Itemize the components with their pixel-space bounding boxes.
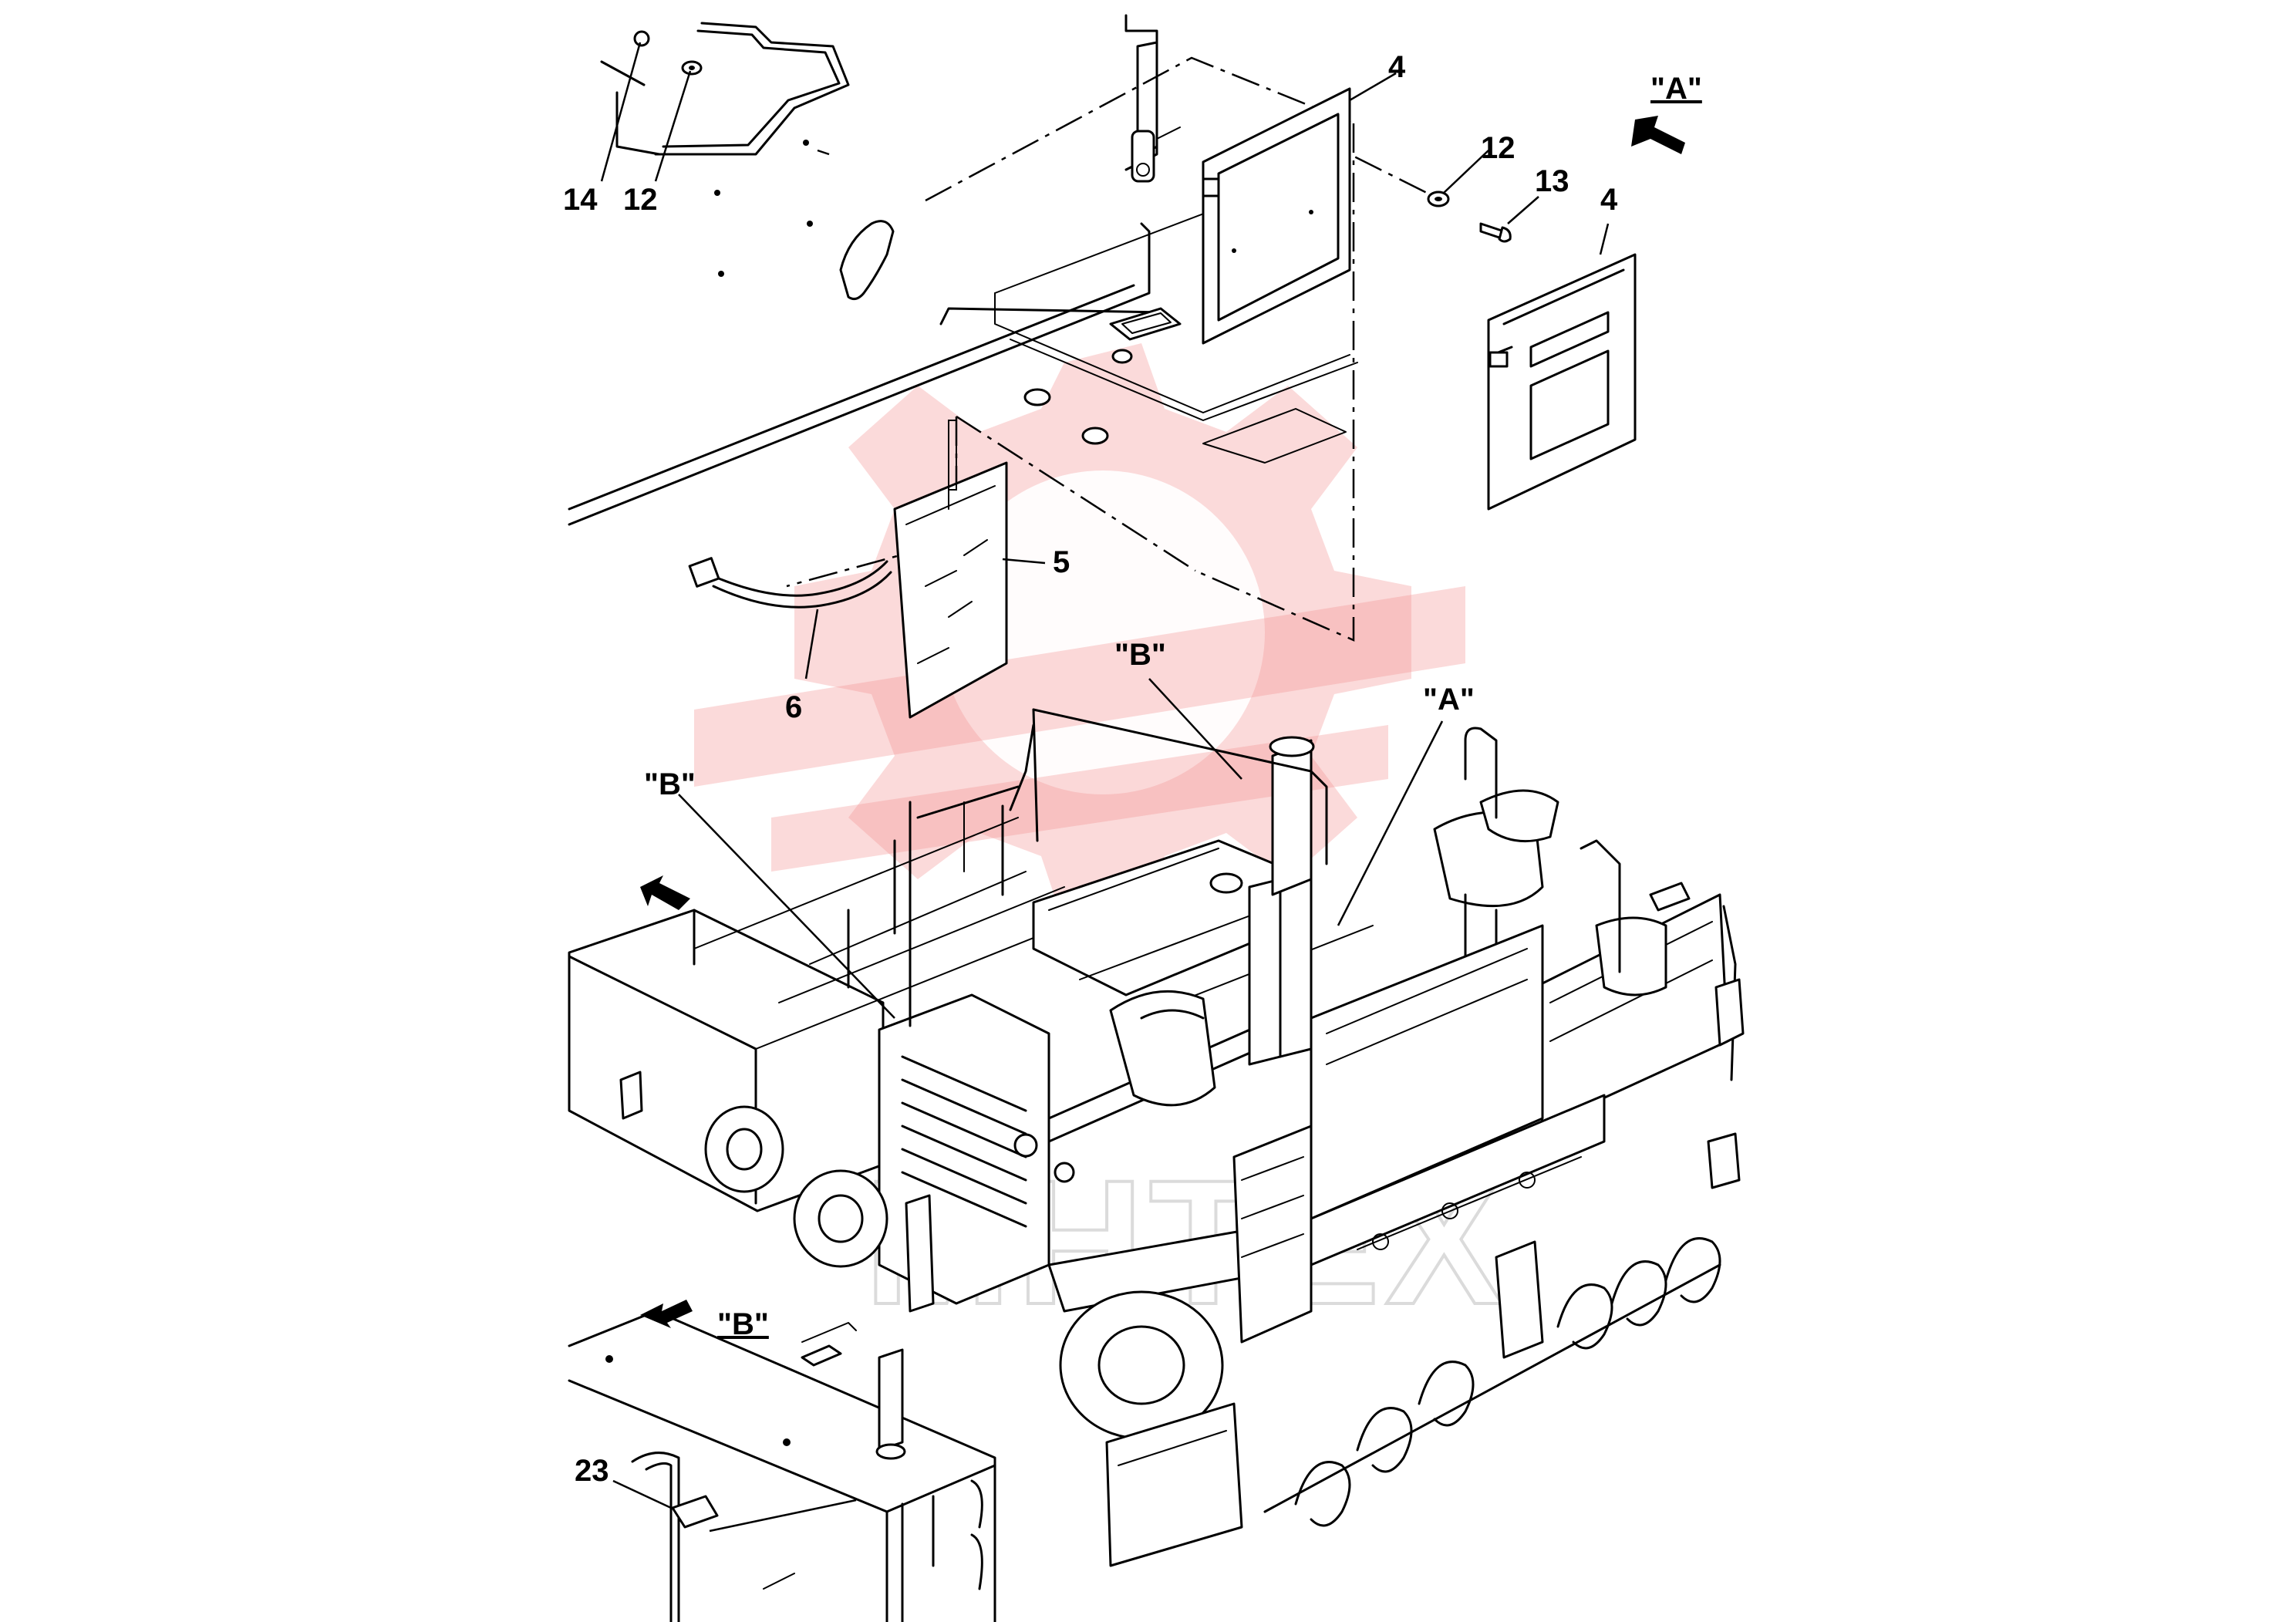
callout-labels: 4 4 12 13 5 6 14 12 "B" "B" "A" 23 "A" "…	[563, 50, 1702, 1488]
callout-5: 5	[1053, 545, 1070, 579]
callout-b-left: "B"	[644, 767, 696, 801]
callout-12-left: 12	[623, 183, 658, 217]
callout-12-right: 12	[1481, 131, 1515, 165]
direction-arrows	[640, 116, 1685, 1328]
watermark-gear-logo	[694, 343, 1465, 926]
callout-23: 23	[575, 1454, 609, 1488]
view-a-title: "A"	[1650, 72, 1702, 106]
callout-4-right: 4	[1600, 183, 1618, 217]
top-cover-panel	[568, 14, 1358, 526]
callout-6: 6	[785, 690, 802, 724]
document-holder-box	[1487, 253, 1637, 511]
view-b-detail	[568, 1310, 996, 1622]
callout-13: 13	[1535, 164, 1569, 198]
callout-a: "A"	[1423, 683, 1475, 717]
leader-lines	[600, 42, 1610, 1533]
callout-4-top: 4	[1388, 50, 1406, 84]
callout-14: 14	[563, 183, 598, 217]
view-b-title: "B"	[717, 1307, 769, 1341]
cable-tie	[688, 557, 892, 609]
screw-and-washer	[1427, 191, 1512, 243]
nut-and-washer-left	[633, 30, 703, 76]
callout-b-upper: "B"	[1114, 638, 1166, 672]
document-bag	[893, 420, 1008, 719]
paver-machine	[568, 708, 1745, 1567]
document-holder-frame	[1202, 87, 1351, 345]
